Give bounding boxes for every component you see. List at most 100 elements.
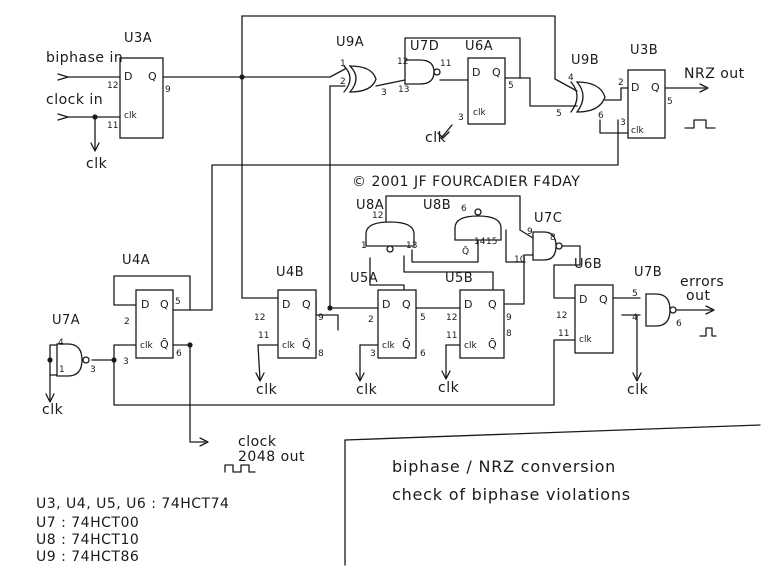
arrow-clk-u3a	[90, 142, 100, 152]
pin-num: 5	[556, 109, 562, 119]
pin-q: Q	[651, 81, 660, 94]
waveform-clock	[224, 464, 256, 473]
wire-u7a-out	[91, 344, 137, 361]
pin-num: 12	[372, 211, 383, 221]
arrow-errors-out	[705, 305, 715, 315]
arrow-clk-u7b	[632, 372, 642, 382]
label-u9a: U9A	[336, 35, 364, 50]
arrow-nrz-out	[699, 83, 709, 93]
label-u6a: U6A	[465, 39, 493, 54]
pin-clk: clk	[473, 108, 486, 118]
pin-num: 1	[59, 365, 65, 375]
label-u7b: U7B	[634, 265, 662, 280]
u7a-bubble	[82, 356, 90, 364]
arrow-clk-u6a	[437, 131, 450, 139]
pin-num: 4	[632, 313, 638, 323]
pin-q: Q	[599, 293, 608, 306]
u9a-xor-back	[343, 65, 351, 93]
clk-label: clk	[86, 156, 108, 172]
wire-u5b-to-u7c	[503, 254, 534, 305]
clk-label: clk	[356, 382, 378, 398]
u7d-bubble	[433, 68, 441, 76]
wire-u8-to-u7c	[385, 195, 534, 239]
pin-num: 5	[420, 313, 426, 323]
pin-q: Q	[488, 298, 497, 311]
pin-num: 4	[58, 338, 64, 348]
wire-to-u9a-1	[241, 68, 346, 78]
wire-top-loop	[241, 15, 578, 92]
label-u8b: U8B	[423, 198, 451, 213]
label-u5a: U5A	[350, 271, 378, 286]
pin-num: 5	[632, 289, 638, 299]
pin-q: Q	[160, 298, 169, 311]
pin-num: 9	[318, 313, 324, 323]
arrow-clk-u5a	[355, 372, 365, 382]
label-u7c: U7C	[534, 211, 562, 226]
arrow-clock-in	[57, 113, 69, 121]
pin-num: 12	[556, 311, 567, 321]
u9a-xor-gate	[348, 65, 377, 93]
pin-num: 6	[176, 349, 182, 359]
pin-qbar: Q̄	[302, 338, 311, 351]
u8b-nand3-gate	[454, 215, 502, 241]
pin-num: 3	[381, 88, 387, 98]
wire-u9a-out	[375, 79, 406, 87]
pin-labels: D Q 12 9 clk 11 1 2 3 12 13 11 D Q clk 5…	[58, 57, 682, 375]
u8a-nand3-gate	[365, 221, 415, 247]
pin-num: 11	[446, 331, 457, 341]
wire-u7d-feedback	[404, 37, 521, 79]
pin-num: 14	[474, 237, 486, 247]
pin-clk: clk	[282, 341, 295, 351]
pin-num: 11	[440, 59, 451, 69]
pin-num: 4	[568, 73, 574, 83]
junction-dot	[47, 357, 53, 363]
pin-q: Q	[302, 298, 311, 311]
pin-num: 3	[620, 118, 626, 128]
u6a-flipflop	[467, 57, 506, 125]
pin-num: 10	[514, 255, 526, 265]
wire-u8a-to-u5	[369, 257, 405, 291]
label-u4a: U4A	[122, 253, 150, 268]
pin-num: 6	[461, 204, 467, 214]
pin-d: D	[579, 293, 587, 306]
wire-u8b-out	[505, 229, 526, 263]
pin-num: 8	[506, 329, 512, 339]
clk-label: clk	[42, 402, 64, 418]
label-u5b: U5B	[445, 271, 473, 286]
pin-num: 3	[123, 357, 129, 367]
pin-num: 9	[506, 313, 512, 323]
pin-q: Q	[492, 66, 501, 79]
u7c-bubble	[555, 242, 563, 250]
u5a-flipflop	[377, 289, 417, 359]
component-labels: U3A U9A U7D U6A U9B U3B U8A U8B U7C U4A …	[52, 31, 662, 328]
wire-u6a-clk	[442, 124, 453, 137]
wire-clock-2048-distribution	[172, 119, 619, 311]
pin-num: 5	[175, 297, 181, 307]
wire-u7c-out	[553, 245, 581, 299]
pin-num: 5	[508, 81, 514, 91]
u9b-xor-gate	[575, 81, 606, 113]
nrz-out-label: NRZ out	[684, 66, 745, 82]
pin-qbar: Q̄	[462, 245, 469, 257]
clk-label: clk	[256, 382, 278, 398]
pin-num: 3	[370, 349, 376, 359]
pin-num: 11	[107, 121, 118, 131]
wire-u8a-to-u5b	[403, 255, 494, 291]
pin-num: 12	[446, 313, 457, 323]
junction-dot	[239, 74, 245, 80]
pin-num: 12	[107, 81, 118, 91]
pin-num: 13	[398, 85, 409, 95]
title-line-2: check of biphase violations	[392, 485, 631, 504]
pin-clk: clk	[631, 126, 644, 136]
u3a-flipflop	[119, 57, 164, 139]
wire-u9b-out	[604, 87, 629, 101]
u3b-flipflop	[627, 69, 666, 139]
arrow-clk-u5b	[441, 370, 451, 380]
u6b-flipflop	[574, 284, 614, 354]
label-u4b: U4B	[276, 265, 304, 280]
waveform-nrz	[684, 119, 716, 129]
pin-d: D	[472, 66, 480, 79]
wire-u4a-loop	[113, 275, 191, 311]
pin-qbar: Q̄	[402, 338, 411, 351]
wire-u4a-qbar	[172, 344, 206, 443]
